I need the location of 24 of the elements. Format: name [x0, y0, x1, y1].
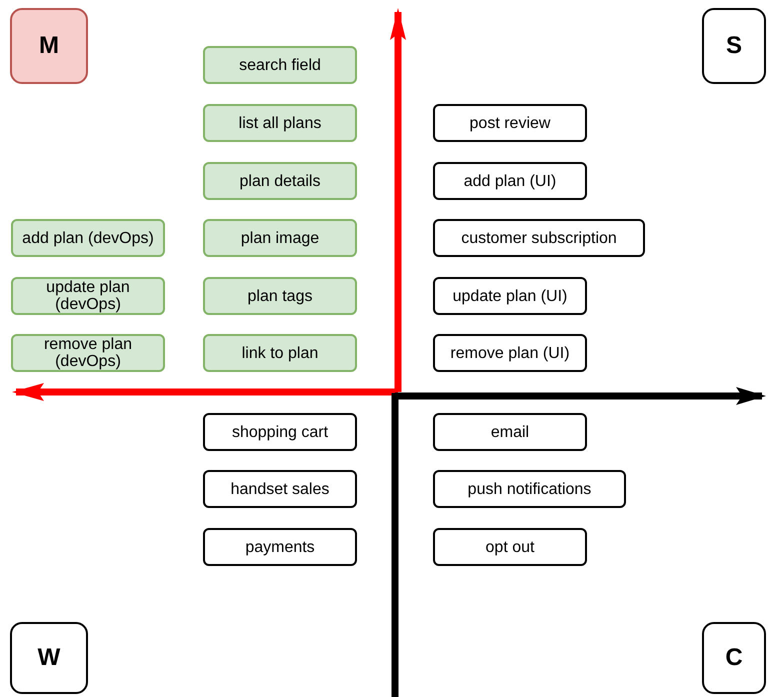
- feature-box: push notifications: [433, 470, 626, 508]
- feature-box: handset sales: [203, 470, 357, 508]
- feature-box: shopping cart: [203, 413, 357, 451]
- feature-box: add plan (UI): [433, 162, 587, 200]
- feature-box: remove plan (devOps): [11, 334, 165, 372]
- feature-box: email: [433, 413, 587, 451]
- feature-box: opt out: [433, 528, 587, 566]
- feature-box: search field: [203, 46, 357, 84]
- feature-box: list all plans: [203, 104, 357, 142]
- quadrant-label-box: W: [10, 622, 88, 694]
- quadrant-label-box: M: [10, 8, 88, 84]
- feature-box: link to plan: [203, 334, 357, 372]
- feature-box: update plan (UI): [433, 277, 587, 315]
- feature-box: plan details: [203, 162, 357, 200]
- feature-box: payments: [203, 528, 357, 566]
- feature-box: plan tags: [203, 277, 357, 315]
- feature-box: remove plan (UI): [433, 334, 587, 372]
- feature-box: customer subscription: [433, 219, 645, 257]
- feature-box: post review: [433, 104, 587, 142]
- feature-box: update plan (devOps): [11, 277, 165, 315]
- quadrant-label-box: S: [702, 8, 766, 84]
- feature-box: plan image: [203, 219, 357, 257]
- feature-box: add plan (devOps): [11, 219, 165, 257]
- quadrant-label-box: C: [702, 622, 766, 694]
